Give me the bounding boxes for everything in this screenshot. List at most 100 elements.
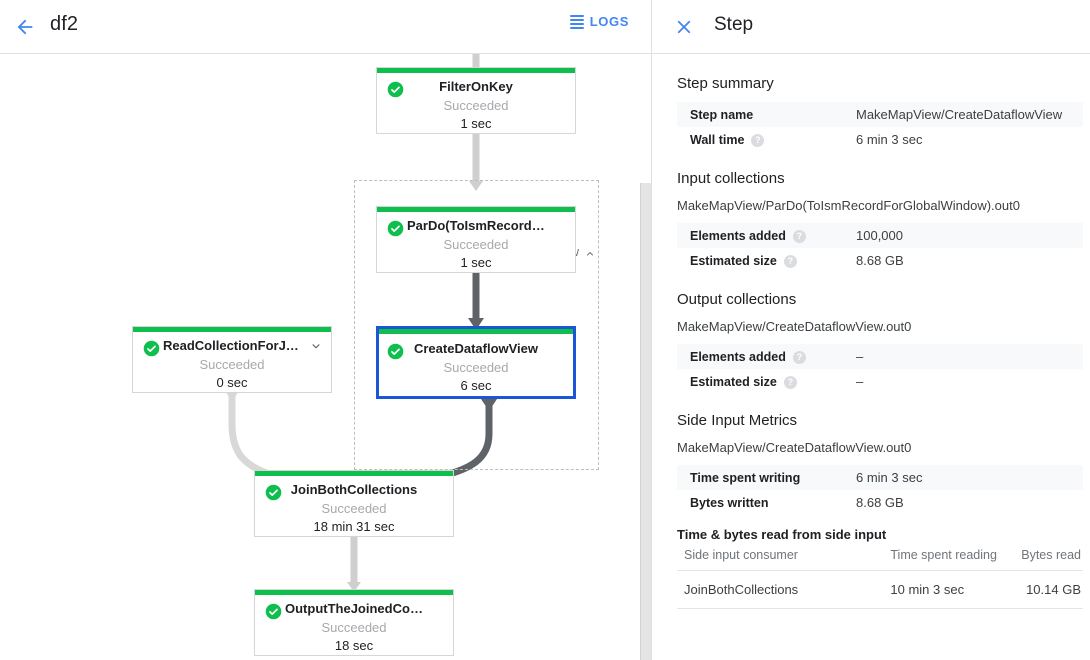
chevron-up-icon[interactable]	[584, 247, 596, 259]
node-status-bar	[379, 329, 573, 334]
chevron-down-icon[interactable]	[309, 339, 323, 353]
row-value: 8.68 GB	[856, 253, 904, 268]
row-key-label: Estimated size	[690, 253, 777, 268]
help-icon[interactable]: ?	[783, 375, 797, 389]
column-header-time[interactable]: Time spent reading	[890, 544, 998, 571]
close-icon[interactable]	[670, 13, 698, 41]
row-key-label: Elements added	[690, 228, 786, 243]
node-status-bar	[377, 207, 575, 212]
graph-node-pardo-toismrecord[interactable]: ParDo(ToIsmRecordFor… Succeeded 1 sec	[376, 206, 576, 273]
logs-button-label: LOGS	[589, 14, 629, 29]
section-step-summary: Step summary Step name MakeMapView/Creat…	[677, 75, 1083, 152]
pipeline-graph-canvas[interactable]: MakeMapView FilterOnKey Succeeded 1 sec	[0, 54, 651, 660]
top-app-bar: df2 LOGS	[0, 0, 651, 54]
side-input-reads-table: Side input consumer Time spent reading B…	[677, 544, 1083, 609]
node-duration: 1 sec	[460, 255, 492, 270]
node-title: CreateDataflowView	[413, 341, 539, 356]
row-value: 6 min 3 sec	[856, 132, 923, 147]
node-title: JoinBothCollections	[290, 482, 418, 497]
section-heading: Step summary	[677, 75, 774, 92]
success-check-icon	[143, 340, 160, 357]
page-title: df2	[50, 13, 79, 35]
node-title: FilterOnKey	[439, 79, 513, 94]
step-details-panel: Step Step summary Step name MakeMapView/…	[652, 0, 1090, 660]
success-check-icon	[387, 81, 404, 98]
node-duration: 18 min 31 sec	[313, 519, 395, 534]
step-panel-header-divider	[652, 53, 1090, 54]
row-key: Bytes written	[690, 495, 769, 510]
logs-list-icon	[569, 14, 584, 29]
section-heading: Time & bytes read from side input	[677, 527, 887, 542]
graph-node-readcollectionforjoin[interactable]: ReadCollectionForJoin Succeeded 0 sec	[132, 326, 332, 393]
row-value: 100,000	[856, 228, 903, 243]
pane-divider	[651, 0, 652, 660]
node-duration: 0 sec	[216, 375, 248, 390]
cell-bytes: 10.14 GB	[997, 570, 1083, 609]
row-key: Elements added?	[677, 344, 856, 369]
graph-node-createdataflowview[interactable]: CreateDataflowView Succeeded 6 sec	[376, 326, 576, 399]
column-header-consumer[interactable]: Side input consumer	[677, 544, 891, 571]
node-status-bar	[133, 327, 331, 332]
section-side-input-metrics: Side Input Metrics MakeMapView/CreateDat…	[677, 412, 1083, 515]
node-status: Succeeded	[443, 360, 509, 375]
cell-consumer: JoinBothCollections	[677, 570, 891, 609]
success-check-icon	[387, 220, 404, 237]
row-key-label: Wall time	[690, 132, 745, 147]
help-icon[interactable]: ?	[783, 254, 797, 268]
row-key: Estimated size?	[677, 369, 856, 394]
row-key-label: Estimated size	[690, 374, 777, 389]
table-row: Bytes written 8.68 GB	[677, 490, 1083, 515]
table-header-row: Side input consumer Time spent reading B…	[677, 544, 1083, 571]
graph-node-outputthejoinedcollection[interactable]: OutputTheJoinedCollec… Succeeded 18 sec	[254, 589, 454, 656]
table-row: Step name MakeMapView/CreateDataflowView	[677, 102, 1083, 127]
input-collections-table: Elements added? 100,000 Estimated size? …	[677, 223, 1083, 273]
node-title: ReadCollectionForJoin	[163, 338, 306, 353]
node-status: Succeeded	[321, 501, 387, 516]
node-status-bar	[377, 68, 575, 73]
row-value: 6 min 3 sec	[856, 470, 923, 485]
table-row: Elements added? 100,000	[677, 223, 1083, 248]
top-bar-divider	[0, 53, 651, 54]
row-key: Wall time?	[677, 127, 856, 152]
section-heading: Output collections	[677, 291, 797, 308]
collection-name: MakeMapView/CreateDataflowView.out0	[677, 440, 912, 455]
row-key: Step name	[690, 107, 754, 122]
section-heading: Input collections	[677, 170, 785, 187]
node-status: Succeeded	[321, 620, 387, 635]
help-icon[interactable]: ?	[792, 229, 806, 243]
node-title: ParDo(ToIsmRecordFor…	[407, 218, 566, 233]
success-check-icon	[265, 603, 282, 620]
collection-name: MakeMapView/ParDo(ToIsmRecordForGlobalWi…	[677, 198, 1020, 213]
logs-button[interactable]: LOGS	[569, 14, 629, 29]
section-heading: Side Input Metrics	[677, 412, 798, 429]
table-row: Elements added? –	[677, 344, 1083, 369]
row-value: 8.68 GB	[856, 495, 904, 510]
column-header-bytes[interactable]: Bytes read	[997, 544, 1083, 571]
step-summary-table: Step name MakeMapView/CreateDataflowView…	[677, 102, 1083, 152]
table-row: Estimated size? 8.68 GB	[677, 248, 1083, 273]
help-icon[interactable]: ?	[751, 133, 765, 147]
node-status: Succeeded	[443, 98, 509, 113]
graph-vertical-scrollbar-thumb[interactable]	[640, 183, 651, 660]
table-row: JoinBothCollections 10 min 3 sec 10.14 G…	[677, 570, 1083, 609]
node-status-bar	[255, 471, 453, 476]
table-row: Estimated size? –	[677, 369, 1083, 394]
graph-node-filteronkey[interactable]: FilterOnKey Succeeded 1 sec	[376, 67, 576, 134]
step-panel-header: Step	[652, 0, 1090, 54]
arrow-left-icon[interactable]	[10, 12, 40, 42]
node-title: OutputTheJoinedCollec…	[285, 601, 445, 616]
row-key: Estimated size?	[677, 248, 856, 273]
graph-node-joinbothcollections[interactable]: JoinBothCollections Succeeded 18 min 31 …	[254, 470, 454, 537]
section-output-collections: Output collections MakeMapView/CreateDat…	[677, 291, 1083, 394]
help-icon[interactable]: ?	[792, 350, 806, 364]
step-panel-title: Step	[714, 14, 754, 35]
success-check-icon	[265, 484, 282, 501]
section-input-collections: Input collections MakeMapView/ParDo(ToIs…	[677, 170, 1083, 273]
cell-time: 10 min 3 sec	[890, 570, 998, 609]
node-status: Succeeded	[199, 357, 265, 372]
success-check-icon	[387, 343, 404, 360]
composite-group-makemapview[interactable]	[354, 180, 599, 470]
table-row: Wall time? 6 min 3 sec	[677, 127, 1083, 152]
row-value: –	[856, 374, 864, 389]
